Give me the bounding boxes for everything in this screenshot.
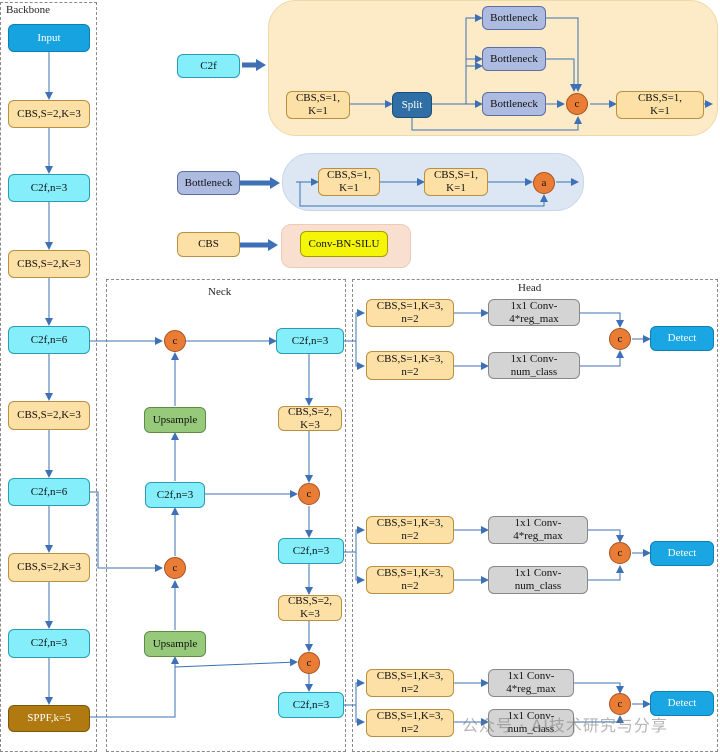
- backbone-sppf: SPPF,k=5: [8, 705, 90, 732]
- c2f-legend-split: Split: [392, 92, 432, 118]
- head-title: Head: [518, 282, 542, 294]
- neck-cbs-down-2: CBS,S=2, K=3: [278, 595, 342, 621]
- c2f-legend-cbs-output: CBS,S=1, K=1: [616, 91, 704, 119]
- watermark: 公众号 · AI技术研究与分享: [462, 716, 668, 735]
- neck-c2f-mid: C2f,n=3: [145, 482, 205, 508]
- cbs-legend-conv-bn-silu: Conv-BN-SILU: [300, 231, 388, 257]
- neck-concat-top: c: [164, 330, 186, 352]
- head-concat-2: c: [609, 542, 631, 564]
- c2f-legend-bottleneck-3: Bottleneck: [482, 92, 546, 116]
- head-cbs-cls-2: CBS,S=1,K=3, n=2: [366, 566, 454, 594]
- bottleneck-legend-cbs-1: CBS,S=1, K=1: [318, 168, 380, 196]
- neck-c2f-p3: C2f,n=3: [276, 328, 344, 354]
- backbone-c2f-4: C2f,n=3: [8, 629, 90, 658]
- head-concat-3: c: [609, 693, 631, 715]
- neck-c2f-p5: C2f,n=3: [278, 692, 344, 718]
- head-detect-1: Detect: [650, 326, 714, 351]
- head-conv-reg-2: 1x1 Conv- 4*reg_max: [488, 516, 588, 544]
- head-conv-reg-1: 1x1 Conv- 4*reg_max: [488, 299, 580, 326]
- backbone-cbs-3: CBS,S=2,K=3: [8, 401, 90, 430]
- backbone-cbs-4: CBS,S=2,K=3: [8, 553, 90, 582]
- bottleneck-legend-label: Bottleneck: [177, 171, 240, 195]
- bottleneck-legend-add: a: [533, 172, 555, 194]
- neck-region: [106, 279, 346, 752]
- head-conv-cls-3: 1x1 Conv- num_class: [488, 709, 574, 737]
- neck-upsample-2: Upsample: [144, 631, 206, 657]
- neck-concat-bottom: c: [298, 652, 320, 674]
- head-cbs-cls-3: CBS,S=1,K=3, n=2: [366, 709, 454, 737]
- c2f-legend-concat: c: [566, 93, 588, 115]
- head-cbs-reg-1: CBS,S=1,K=3, n=2: [366, 299, 454, 327]
- c2f-legend-bottleneck-1: Bottleneck: [482, 6, 546, 30]
- head-conv-reg-3: 1x1 Conv- 4*reg_max: [488, 669, 574, 697]
- neck-upsample-1: Upsample: [144, 407, 206, 433]
- backbone-title: Backbone: [6, 4, 50, 16]
- c2f-legend-cbs-input: CBS,S=1, K=1: [286, 91, 350, 119]
- head-conv-cls-1: 1x1 Conv- num_class: [488, 352, 580, 379]
- c2f-legend-bottleneck-2: Bottleneck: [482, 47, 546, 71]
- backbone-cbs-2: CBS,S=2,K=3: [8, 250, 90, 278]
- head-cbs-cls-1: CBS,S=1,K=3, n=2: [366, 351, 454, 380]
- backbone-input: Input: [8, 24, 90, 52]
- neck-title: Neck: [208, 286, 232, 298]
- head-cbs-reg-2: CBS,S=1,K=3, n=2: [366, 516, 454, 544]
- head-conv-cls-2: 1x1 Conv- num_class: [488, 566, 588, 594]
- neck-concat-left: c: [164, 557, 186, 579]
- neck-cbs-down-1: CBS,S=2, K=3: [278, 406, 342, 431]
- backbone-c2f-2: C2f,n=6: [8, 326, 90, 354]
- head-cbs-reg-3: CBS,S=1,K=3, n=2: [366, 669, 454, 697]
- neck-concat-mid: c: [298, 483, 320, 505]
- c2f-legend-label: C2f: [177, 54, 240, 78]
- head-region: [352, 279, 718, 752]
- backbone-region: [0, 2, 97, 752]
- cbs-legend-label: CBS: [177, 232, 240, 257]
- backbone-c2f-1: C2f,n=3: [8, 174, 90, 202]
- head-concat-1: c: [609, 328, 631, 350]
- bottleneck-legend-cbs-2: CBS,S=1, K=1: [424, 168, 488, 196]
- backbone-cbs-1: CBS,S=2,K=3: [8, 100, 90, 128]
- head-detect-2: Detect: [650, 541, 714, 566]
- head-detect-3: Detect: [650, 691, 714, 716]
- backbone-c2f-3: C2f,n=6: [8, 478, 90, 506]
- neck-c2f-p4: C2f,n=3: [278, 538, 344, 564]
